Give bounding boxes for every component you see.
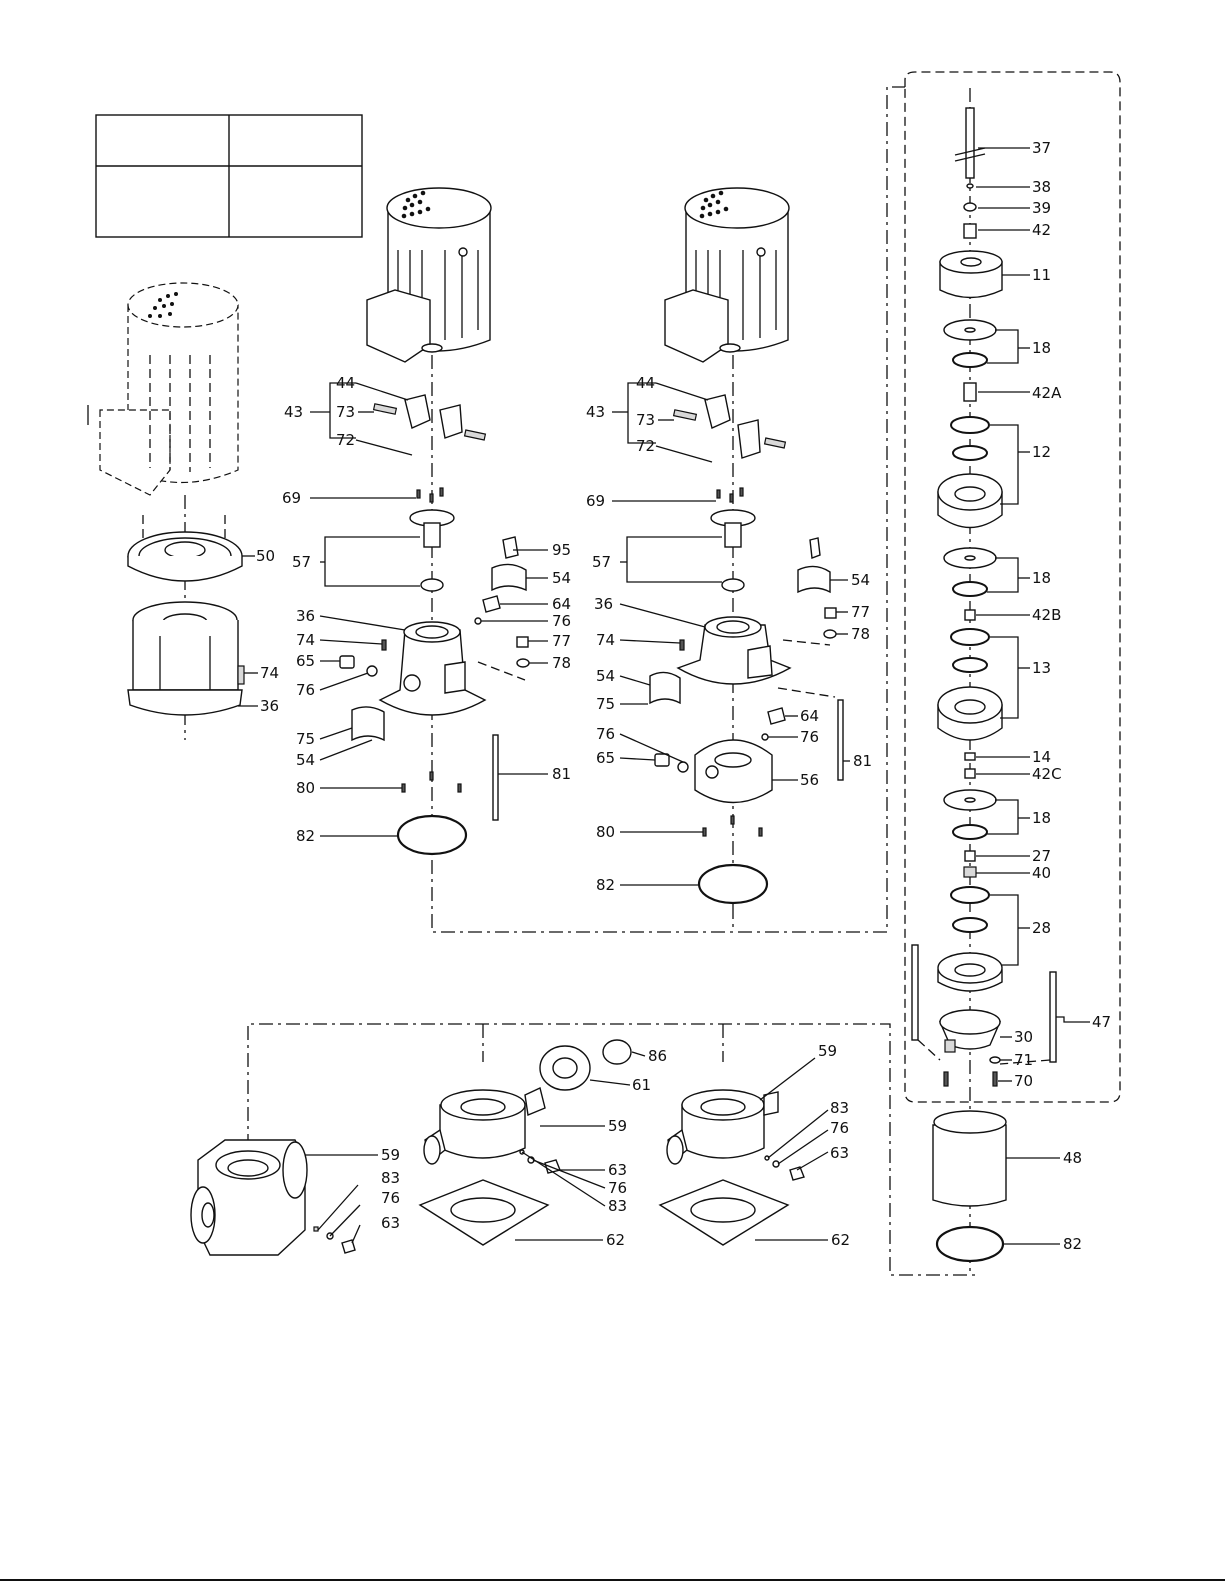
callout-65-b: 65: [596, 749, 615, 767]
callout-70: 70: [1014, 1072, 1033, 1090]
callout-42B: 42B: [1032, 606, 1061, 624]
callout-71: 71: [1014, 1051, 1033, 1069]
callout-12: 12: [1032, 443, 1051, 461]
callout-50: 50: [256, 547, 275, 565]
callout-42C: 42C: [1032, 765, 1062, 783]
callout-36-a: 36: [296, 607, 315, 625]
callout-54-c: 54: [851, 571, 870, 589]
callout-76-b: 76: [296, 681, 315, 699]
callout-18-mid: 18: [1032, 569, 1051, 587]
callout-83-base1: 83: [381, 1169, 400, 1187]
callout-65-a: 65: [296, 652, 315, 670]
callout-83-base3: 83: [830, 1099, 849, 1117]
callout-18-low: 18: [1032, 809, 1051, 827]
callout-76-base1: 76: [381, 1189, 400, 1207]
callout-56: 56: [800, 771, 819, 789]
callout-64-b: 64: [800, 707, 819, 725]
adapter-flange-50: [128, 532, 242, 581]
callout-80-a: 80: [296, 779, 315, 797]
callout-81-b: 81: [853, 752, 872, 770]
callout-63-base2: 63: [608, 1161, 627, 1179]
callout-72-b: 72: [636, 437, 655, 455]
callout-47: 47: [1092, 1013, 1111, 1031]
callout-74-left: 74: [260, 664, 279, 682]
callout-42A: 42A: [1032, 384, 1062, 402]
callout-59-base2: 59: [608, 1117, 627, 1135]
callout-30: 30: [1014, 1028, 1033, 1046]
callout-86: 86: [648, 1047, 667, 1065]
base-variant-1: [191, 1140, 355, 1255]
callout-81-a: 81: [552, 765, 571, 783]
callout-69-b: 69: [586, 492, 605, 510]
callout-78-a: 78: [552, 654, 571, 672]
callout-76-c: 76: [596, 725, 615, 743]
callout-69-a: 69: [282, 489, 301, 507]
callout-64-a: 64: [552, 595, 571, 613]
callout-44-b: 44: [636, 374, 655, 392]
callout-36-b: 36: [594, 595, 613, 613]
callout-74-b: 74: [596, 631, 615, 649]
callout-80-b: 80: [596, 823, 615, 841]
pump-b-parts: [650, 355, 843, 905]
callout-76-d: 76: [800, 728, 819, 746]
callout-14: 14: [1032, 748, 1051, 766]
callout-28: 28: [1032, 919, 1051, 937]
callout-73-b: 73: [636, 411, 655, 429]
callout-42: 42: [1032, 221, 1051, 239]
callout-27: 27: [1032, 847, 1051, 865]
callout-54-a: 54: [552, 569, 571, 587]
motor-b: [665, 188, 789, 362]
callout-37: 37: [1032, 139, 1051, 157]
callout-57-a: 57: [292, 553, 311, 571]
callout-59-base3: 59: [818, 1042, 837, 1060]
callout-77-a: 77: [552, 632, 571, 650]
callout-72-a: 72: [336, 431, 355, 449]
callout-75-b: 75: [596, 695, 615, 713]
callout-76-base3: 76: [830, 1119, 849, 1137]
callout-63-base3: 63: [830, 1144, 849, 1162]
callout-76-a: 76: [552, 612, 571, 630]
callout-18-top: 18: [1032, 339, 1051, 357]
callout-82-b: 82: [596, 876, 615, 894]
callout-36-left: 36: [260, 697, 279, 715]
callout-54-d: 54: [596, 667, 615, 685]
callout-82-right: 82: [1063, 1235, 1082, 1253]
callout-62-base2: 62: [606, 1231, 625, 1249]
callout-77-b: 77: [851, 603, 870, 621]
callout-83-base2: 83: [608, 1197, 627, 1215]
callout-75-a: 75: [296, 730, 315, 748]
callout-48: 48: [1063, 1149, 1082, 1167]
callout-73-a: 73: [336, 403, 355, 421]
callout-59-base1: 59: [381, 1146, 400, 1164]
callout-61: 61: [632, 1076, 651, 1094]
callout-78-b: 78: [851, 625, 870, 643]
motor-a: [367, 188, 491, 362]
legend-table: [96, 115, 362, 237]
callout-39: 39: [1032, 199, 1051, 217]
callout-13: 13: [1032, 659, 1051, 677]
callout-95: 95: [552, 541, 571, 559]
motor-stool-36-left: [128, 602, 244, 715]
callout-43-b: 43: [586, 403, 605, 421]
base-variant-2: [420, 1040, 631, 1245]
callout-40: 40: [1032, 864, 1051, 882]
callout-57-b: 57: [592, 553, 611, 571]
callout-76-base2: 76: [608, 1179, 627, 1197]
callout-43-a: 43: [284, 403, 303, 421]
callout-62-base3: 62: [831, 1231, 850, 1249]
callout-63-base1: 63: [381, 1214, 400, 1232]
callout-74-a: 74: [296, 631, 315, 649]
callout-82-a: 82: [296, 827, 315, 845]
callout-54-b: 54: [296, 751, 315, 769]
callout-38: 38: [1032, 178, 1051, 196]
callout-11: 11: [1032, 266, 1051, 284]
base-variant-3: [660, 1090, 804, 1245]
callout-44-a: 44: [336, 374, 355, 392]
